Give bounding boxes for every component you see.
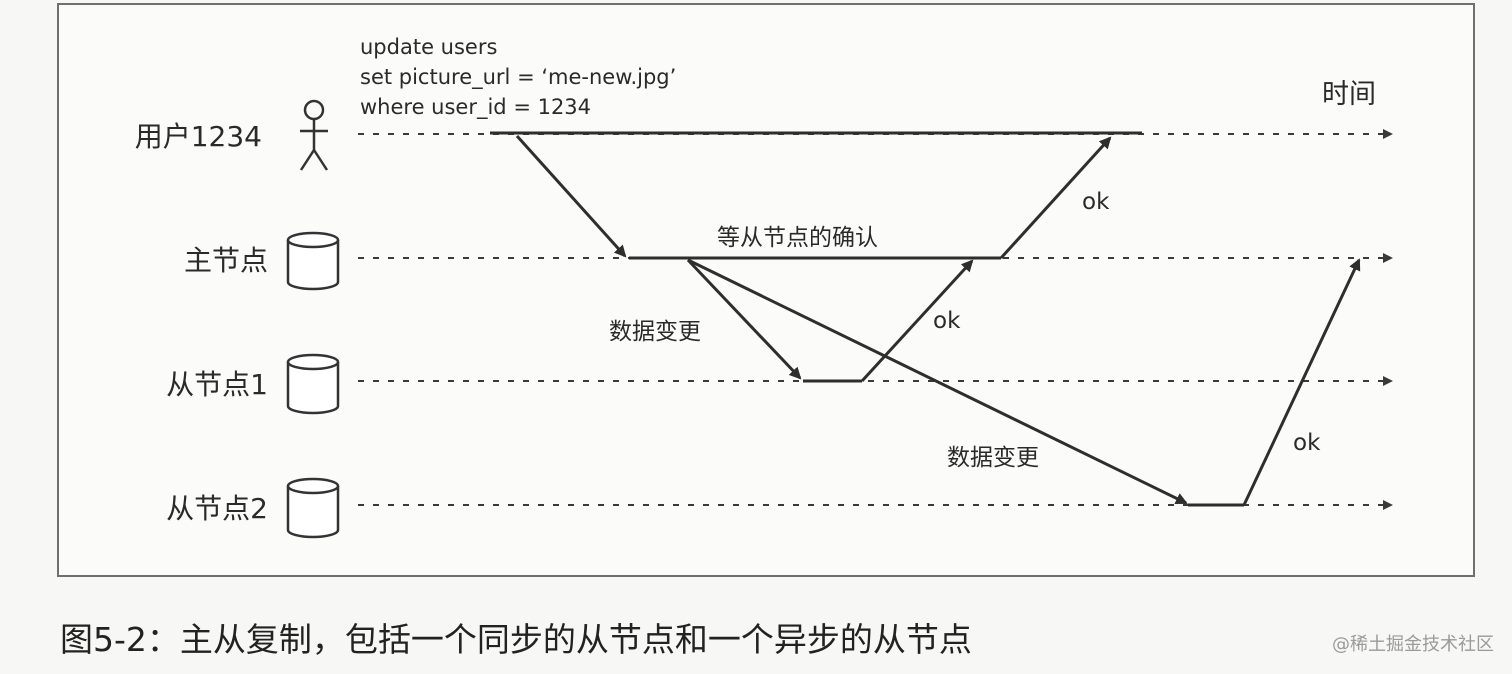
ok-label-leader-to-user: ok xyxy=(1082,189,1110,215)
sql-line-3: where user_id = 1234 xyxy=(360,95,591,120)
database-icon xyxy=(286,477,340,539)
ok-arrow-follower2 xyxy=(1242,258,1361,506)
database-icon xyxy=(286,231,340,291)
ok-label-follower2: ok xyxy=(1293,430,1321,456)
sql-line-2: set picture_url = ‘me-new.jpg’ xyxy=(360,65,676,90)
request-arrow xyxy=(515,134,627,258)
data-change-arrow-follower1 xyxy=(686,258,802,380)
data-change-label-2: 数据变更 xyxy=(947,445,1039,471)
row-label-follower1: 从节点1 xyxy=(166,368,268,401)
ok-label-follower1: ok xyxy=(933,308,961,334)
data-change-arrow-follower2 xyxy=(687,258,1188,505)
row-label-user: 用户1234 xyxy=(135,120,262,153)
row-label-leader: 主节点 xyxy=(184,244,268,277)
person-icon xyxy=(299,99,329,171)
row-label-follower2: 从节点2 xyxy=(166,492,268,525)
ok-arrow-follower1 xyxy=(860,259,974,383)
wait-ack-label: 等从节点的确认 xyxy=(717,225,878,251)
time-label: 时间 xyxy=(1322,79,1376,110)
sql-line-1: update users xyxy=(360,35,497,59)
watermark: @稀土掘金技术社区 xyxy=(1332,634,1494,655)
figure-caption: 图5-2：主从复制，包括一个同步的从节点和一个异步的从节点 xyxy=(60,620,972,659)
data-change-label-1: 数据变更 xyxy=(609,319,701,345)
database-icon xyxy=(286,353,340,415)
ok-arrow-leader-to-user xyxy=(999,136,1112,260)
